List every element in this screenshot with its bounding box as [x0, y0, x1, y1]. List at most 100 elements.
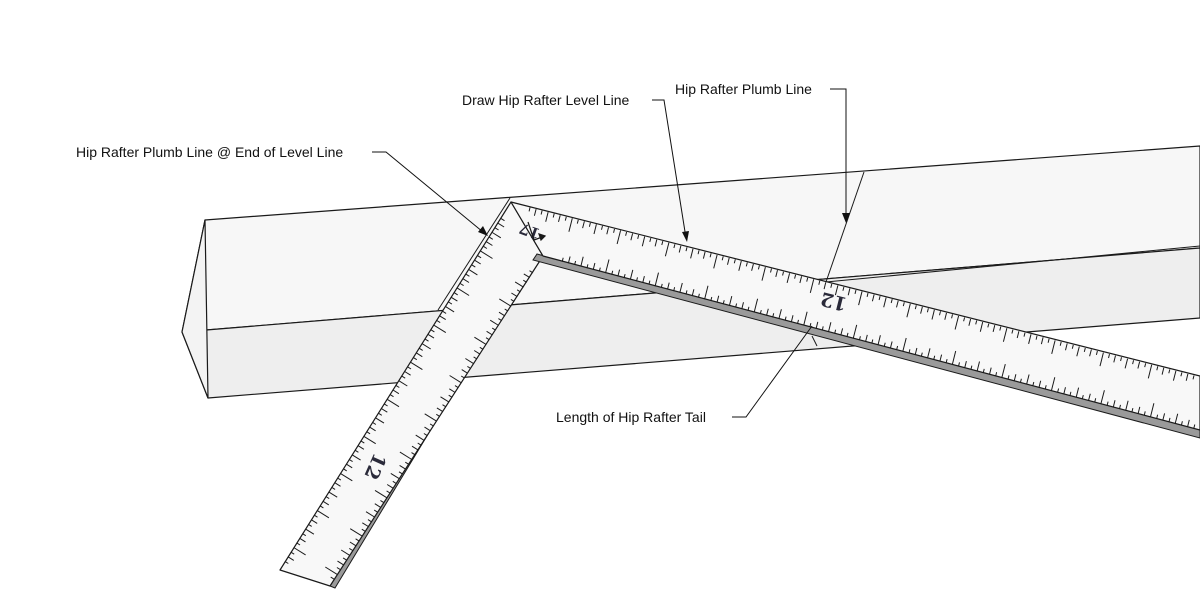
- blade-tick: [778, 309, 782, 319]
- blade-tick: [660, 283, 663, 288]
- tongue-tick: [337, 560, 344, 566]
- blade-tick: [574, 260, 577, 266]
- blade-tick: [564, 216, 567, 221]
- callout-leaders: [372, 88, 847, 418]
- tongue-tick: [366, 431, 371, 435]
- blade-tick: [914, 347, 918, 355]
- blade-tick: [834, 285, 839, 296]
- blade-tick: [685, 290, 688, 295]
- corner-indicator-icon: [527, 221, 547, 242]
- blade-tick: [1063, 387, 1066, 395]
- blade-tick: [883, 297, 887, 308]
- tongue-tick: [322, 500, 330, 506]
- blade-tick: [794, 274, 797, 279]
- tongue-tick: [313, 514, 318, 518]
- tongue-tick: [510, 298, 515, 302]
- tongue-tick: [433, 324, 447, 334]
- tongue-tick: [480, 250, 493, 259]
- blade-tick: [738, 260, 742, 271]
- blade-tick: [908, 349, 911, 354]
- square-blade: [510, 201, 1200, 431]
- blade-tick: [902, 337, 907, 352]
- blade-tick: [735, 303, 738, 308]
- blade-tick: [697, 250, 700, 255]
- tongue-tick: [302, 533, 307, 537]
- label-level-line: Draw Hip Rafter Level Line: [462, 92, 630, 108]
- tongue-tick: [346, 463, 353, 469]
- blade-tick: [842, 286, 845, 291]
- tongue-tick: [489, 319, 499, 326]
- blade-tick: [697, 293, 700, 298]
- blade-tick: [1089, 349, 1092, 357]
- tongue-tick: [415, 434, 425, 441]
- tongue-tick: [429, 423, 434, 427]
- blade-tick: [989, 367, 992, 375]
- blade-tick: [586, 264, 589, 269]
- tongue-tick: [369, 426, 376, 432]
- tongue-tick: [373, 509, 378, 513]
- blade-tick: [1161, 367, 1165, 375]
- tongue-tick: [287, 556, 295, 561]
- blade-tick: [858, 336, 861, 341]
- blade-tick: [629, 269, 634, 280]
- blade-tick: [673, 287, 676, 292]
- blade-tick: [878, 295, 881, 301]
- label-tail-length: Length of Hip Rafter Tail: [556, 409, 706, 425]
- tongue-tick: [305, 528, 315, 535]
- blade-tick: [1192, 375, 1195, 380]
- plumb-line-at-level-end: [437, 197, 511, 311]
- blade-tick: [871, 339, 874, 344]
- tongue-tick: [374, 489, 388, 499]
- blade-tick: [858, 291, 863, 306]
- blade-tick: [751, 263, 754, 271]
- tongue-tick: [465, 273, 470, 277]
- blade-tick: [1193, 424, 1196, 429]
- tongue-tick: [395, 384, 400, 388]
- tongue-tick: [375, 417, 385, 424]
- blade-tick: [1002, 327, 1008, 342]
- blade-tick: [664, 242, 670, 257]
- blade-tick: [970, 365, 973, 370]
- blade-tick: [1137, 361, 1141, 369]
- tongue-tick: [448, 394, 453, 398]
- arrow-plumb-line: [842, 213, 850, 223]
- tongue-tick: [474, 336, 487, 346]
- tongue-tick: [492, 232, 502, 239]
- tongue-tick: [293, 547, 306, 556]
- blade-tick: [809, 279, 815, 294]
- blade-tick: [613, 228, 615, 233]
- tongue-tick: [417, 442, 422, 446]
- blade-tick: [1011, 329, 1014, 334]
- tongue-tick: [401, 375, 406, 379]
- tongue-tick: [349, 528, 363, 537]
- blade-tick: [690, 248, 694, 259]
- tongue-tick: [439, 315, 446, 321]
- blade-tick: [963, 317, 966, 322]
- blade-tick: [958, 362, 960, 367]
- blade-tick: [1156, 414, 1159, 419]
- tongue-tick: [398, 380, 408, 387]
- blade-tick: [679, 282, 683, 293]
- blade-tick: [1112, 400, 1116, 408]
- blade-tick: [601, 225, 603, 230]
- blade-tick: [1013, 374, 1017, 382]
- blade-tick: [1040, 337, 1044, 345]
- blade-tick: [821, 326, 824, 331]
- blade-tick: [636, 277, 638, 282]
- blade-tick: [1172, 370, 1177, 381]
- blade-tick: [654, 272, 659, 287]
- blade-tick: [1007, 375, 1010, 380]
- blade-tick: [722, 300, 725, 305]
- tongue-tick: [529, 270, 534, 274]
- leader-level-line: [652, 99, 687, 239]
- blade-tick: [1108, 353, 1110, 359]
- blade-tick: [747, 306, 750, 311]
- blade-tick: [727, 257, 730, 265]
- blade-tick: [1156, 366, 1159, 371]
- tongue-tick: [308, 523, 312, 527]
- tongue-tick: [449, 375, 462, 384]
- tongue-tick: [468, 269, 478, 276]
- blade-tick: [593, 224, 597, 235]
- blade-tick: [528, 207, 531, 212]
